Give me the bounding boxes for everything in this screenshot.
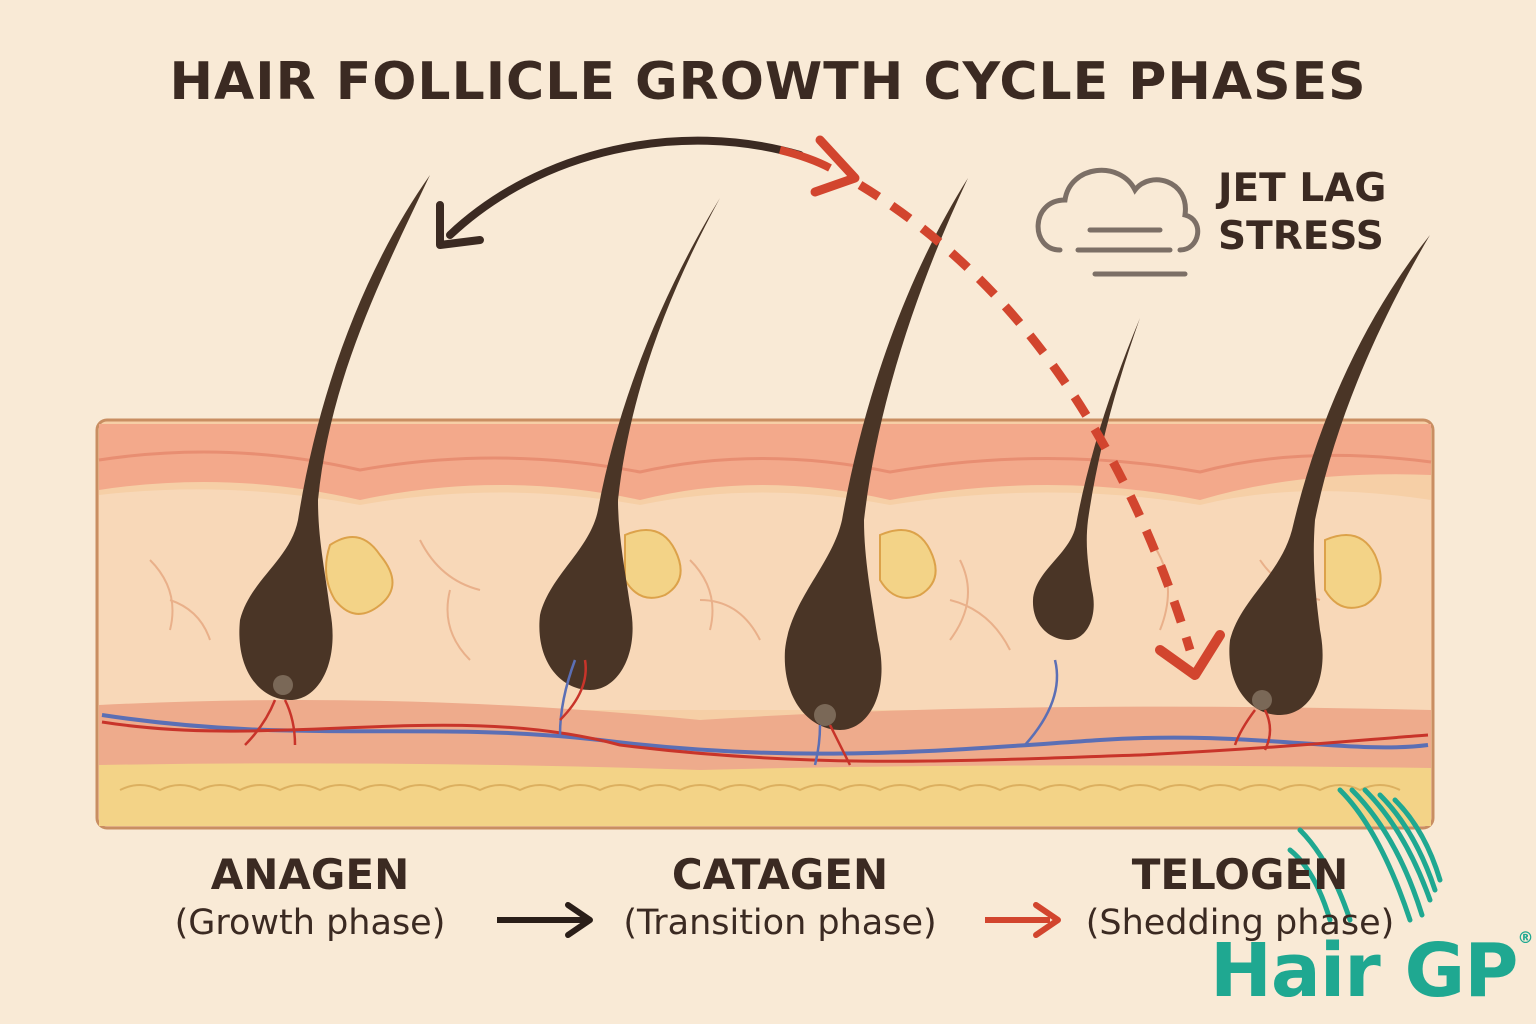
arrow-right-icon	[497, 902, 593, 938]
curved-arrow-icon	[446, 136, 804, 239]
phase-name: CATAGEN	[671, 850, 889, 899]
hair-brush-icon	[1287, 787, 1443, 923]
page-title: HAIR FOLLICLE GROWTH CYCLE PHASES	[169, 52, 1367, 112]
hair-follicles	[239, 175, 1430, 730]
phase-name: TELOGEN	[1131, 850, 1349, 899]
skin-cross-section	[95, 418, 1435, 830]
phase-desc: (Growth phase)	[174, 903, 446, 943]
stress-label-line1: JET LAG	[1218, 166, 1387, 211]
phase-desc: (Shedding phase)	[1085, 903, 1395, 943]
phase-telogen: TELOGEN (Shedding phase)	[1075, 850, 1405, 943]
phase-desc: (Transition phase)	[623, 903, 937, 943]
logo-mark: ®	[1517, 928, 1533, 947]
logo-text: Hair GP	[1210, 928, 1518, 1014]
cloud-icon	[1035, 167, 1201, 277]
brand-logo: Hair GP®	[1210, 928, 1533, 1014]
stress-label-line2: STRESS	[1218, 214, 1384, 259]
red-arrow-right-icon	[985, 902, 1061, 938]
phase-anagen: ANAGEN (Growth phase)	[160, 850, 460, 943]
phase-name: ANAGEN	[210, 850, 410, 899]
red-arrowhead-icon	[810, 135, 860, 197]
sebaceous-glands	[325, 529, 1382, 615]
stress-label: JET LAG STRESS	[1218, 165, 1386, 261]
phase-catagen: CATAGEN (Transition phase)	[610, 850, 950, 943]
